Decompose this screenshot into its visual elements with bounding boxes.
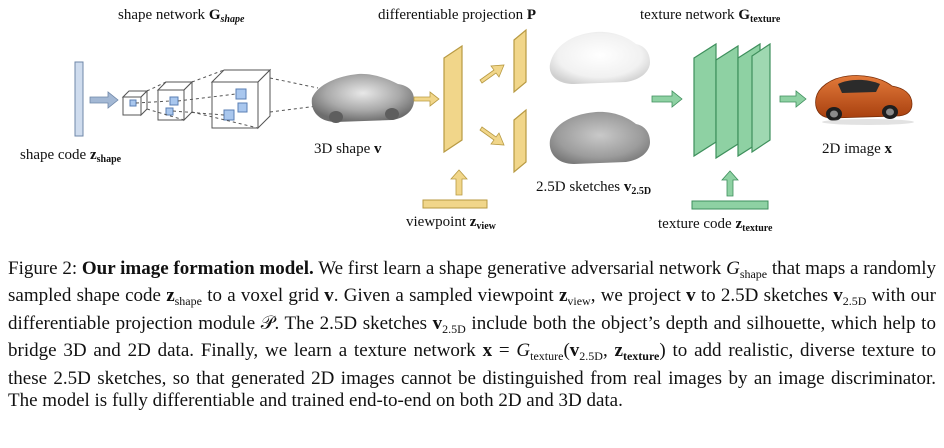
label-texture-network: texture network Gtexture xyxy=(640,6,780,29)
label-differentiable-projection-text: differentiable projection xyxy=(378,7,524,23)
projection-panel xyxy=(443,44,463,154)
label-viewpoint-sub: view xyxy=(476,221,496,232)
arrow-shape-to-projection xyxy=(413,91,440,107)
sketch-silhouette xyxy=(549,31,650,84)
label-2d-image-text: 2D image xyxy=(822,141,881,157)
label-differentiable-projection-symbol: P xyxy=(526,7,536,23)
figure-caption: Figure 2: Our image formation model. We … xyxy=(8,258,936,412)
label-texture-network-text: texture network xyxy=(640,7,735,23)
label-viewpoint: viewpoint zview xyxy=(406,213,496,236)
label-shape-network: shape network Gshape xyxy=(118,6,244,29)
pipeline-diagram xyxy=(74,28,914,210)
arrow-projection-lower xyxy=(479,126,505,146)
label-shape-network-text: shape network xyxy=(118,7,206,23)
arrow-shape-code-to-network xyxy=(89,91,119,109)
label-2d-image-symbol: x xyxy=(884,141,892,157)
label-sketches-text: 2.5D sketches xyxy=(536,179,621,195)
dashed-connections xyxy=(135,69,319,129)
label-shape-code-text: shape code xyxy=(20,147,87,163)
caption-s1c: to a voxel grid xyxy=(207,285,319,307)
caption-s2b: , we project xyxy=(590,285,681,307)
caption-label: Figure 2: xyxy=(8,258,78,279)
label-differentiable-projection: differentiable projection P xyxy=(378,6,536,24)
caption-title: Our image formation model. xyxy=(81,258,314,279)
label-3d-shape-text: 3D shape xyxy=(314,141,371,157)
label-shape-code: shape code zshape xyxy=(20,146,121,169)
label-texture-network-sub: texture xyxy=(749,14,781,25)
label-2d-image: 2D image x xyxy=(822,140,892,158)
voxel-cube-large xyxy=(210,68,272,130)
projection-panel-lower xyxy=(513,108,527,174)
figure-diagram: shape network Gshape differentiable proj… xyxy=(20,6,914,238)
texture-network-panels xyxy=(693,42,771,160)
label-sketches: 2.5D sketches v2.5D xyxy=(536,178,651,201)
voxel-cube-medium xyxy=(156,80,194,122)
texture-code-bar xyxy=(691,200,769,210)
label-sketches-sub: 2.5D xyxy=(631,186,652,197)
label-viewpoint-text: viewpoint xyxy=(406,214,466,230)
arrow-viewpoint-up xyxy=(450,169,468,196)
caption-s2a: Given a sampled viewpoint xyxy=(343,285,554,307)
sketch-depth xyxy=(549,111,650,164)
output-car-image xyxy=(815,75,914,125)
label-shape-network-symbol: G xyxy=(208,7,221,23)
label-texture-network-symbol: G xyxy=(738,7,750,23)
label-viewpoint-symbol: z xyxy=(469,214,477,230)
shape-code-bar xyxy=(74,61,84,137)
label-texture-code-text: texture code xyxy=(658,216,732,232)
arrow-projection-upper xyxy=(479,64,505,84)
label-texture-code-sub: texture xyxy=(742,223,773,234)
arrow-texture-to-image xyxy=(779,90,807,108)
arrow-texture-code-up xyxy=(721,170,739,197)
label-shape-network-sub: shape xyxy=(220,14,245,25)
caption-s3b: include both the object’s depth and silh… xyxy=(8,312,936,362)
label-3d-shape: 3D shape v xyxy=(314,140,382,158)
projection-panel-upper xyxy=(513,28,527,94)
3d-shape-car xyxy=(311,73,414,123)
caption-s3c: to add realistic, diverse texture to the… xyxy=(8,340,937,412)
caption-s1b: that maps a randomly sampled shape code xyxy=(8,258,937,307)
caption-s3a: The 2.5D sketches xyxy=(284,312,428,334)
label-texture-code: texture code ztexture xyxy=(658,215,773,238)
label-shape-code-symbol: z xyxy=(89,147,97,163)
arrow-sketches-to-texture xyxy=(651,90,683,108)
caption-s2d: with our differentiable projection modul… xyxy=(8,285,937,334)
label-shape-code-sub: shape xyxy=(96,154,122,165)
caption-paragraph: Figure 2: Our image formation model. We … xyxy=(8,258,937,412)
caption-s2c: to 2.5D sketches xyxy=(700,285,828,307)
label-sketches-symbol: v xyxy=(623,179,632,195)
viewpoint-code-bar xyxy=(422,199,488,209)
label-3d-shape-symbol: v xyxy=(374,141,382,157)
caption-s1a: We first learn a shape generative advers… xyxy=(318,258,722,279)
label-texture-code-symbol: z xyxy=(735,216,743,232)
